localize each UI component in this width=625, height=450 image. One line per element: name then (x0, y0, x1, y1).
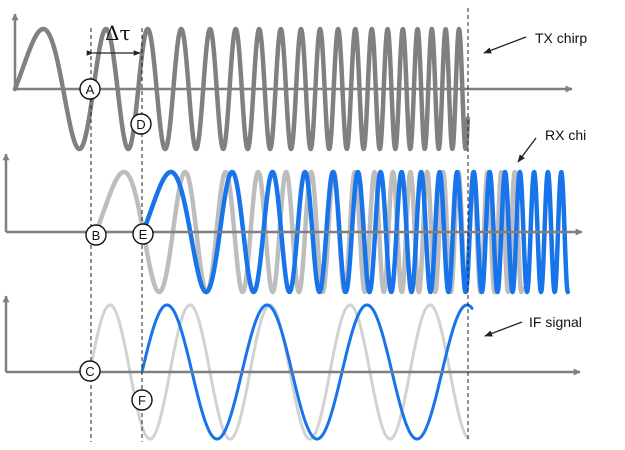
marker-b: B (85, 224, 107, 246)
marker-b-label: B (92, 228, 101, 243)
tx-chirp-label: TX chirp (535, 30, 587, 46)
circle-marker-icon (79, 360, 101, 382)
tx-chirp-label-group: TX chirp (483, 30, 587, 54)
rx-panel (2, 153, 583, 295)
pointer-arrow-icon (517, 137, 537, 163)
rx-chirp-label-group: RX chi (517, 127, 586, 163)
marker-c-label: C (85, 364, 94, 379)
delay-annotation: Δτ (86, 21, 141, 56)
marker-c: C (79, 360, 101, 382)
marker-f: F (131, 389, 153, 411)
rx-chirp-label: RX chi (545, 127, 586, 143)
if-signal-label-group: IF signal (484, 314, 582, 337)
marker-e: E (132, 223, 154, 245)
if-wave (140, 303, 474, 441)
tx-panel (11, 13, 573, 152)
marker-e-label: E (139, 227, 148, 242)
marker-a: A (79, 78, 101, 100)
marker-d: D (130, 113, 152, 135)
marker-f-label: F (138, 393, 146, 408)
circle-marker-icon (85, 224, 107, 246)
tx-wave (12, 26, 471, 152)
circle-marker-icon (132, 223, 154, 245)
circle-marker-icon (130, 113, 152, 135)
rx-wave (140, 169, 571, 295)
pointer-arrow-icon (484, 321, 523, 337)
marker-d-label: D (136, 117, 145, 132)
circle-marker-icon (131, 389, 153, 411)
if-signal-label: IF signal (529, 314, 582, 330)
pointer-arrow-icon (483, 36, 527, 54)
if-panel (2, 295, 581, 441)
circle-marker-icon (79, 78, 101, 100)
delay-label: Δτ (105, 21, 131, 45)
marker-a-label: A (86, 82, 95, 97)
